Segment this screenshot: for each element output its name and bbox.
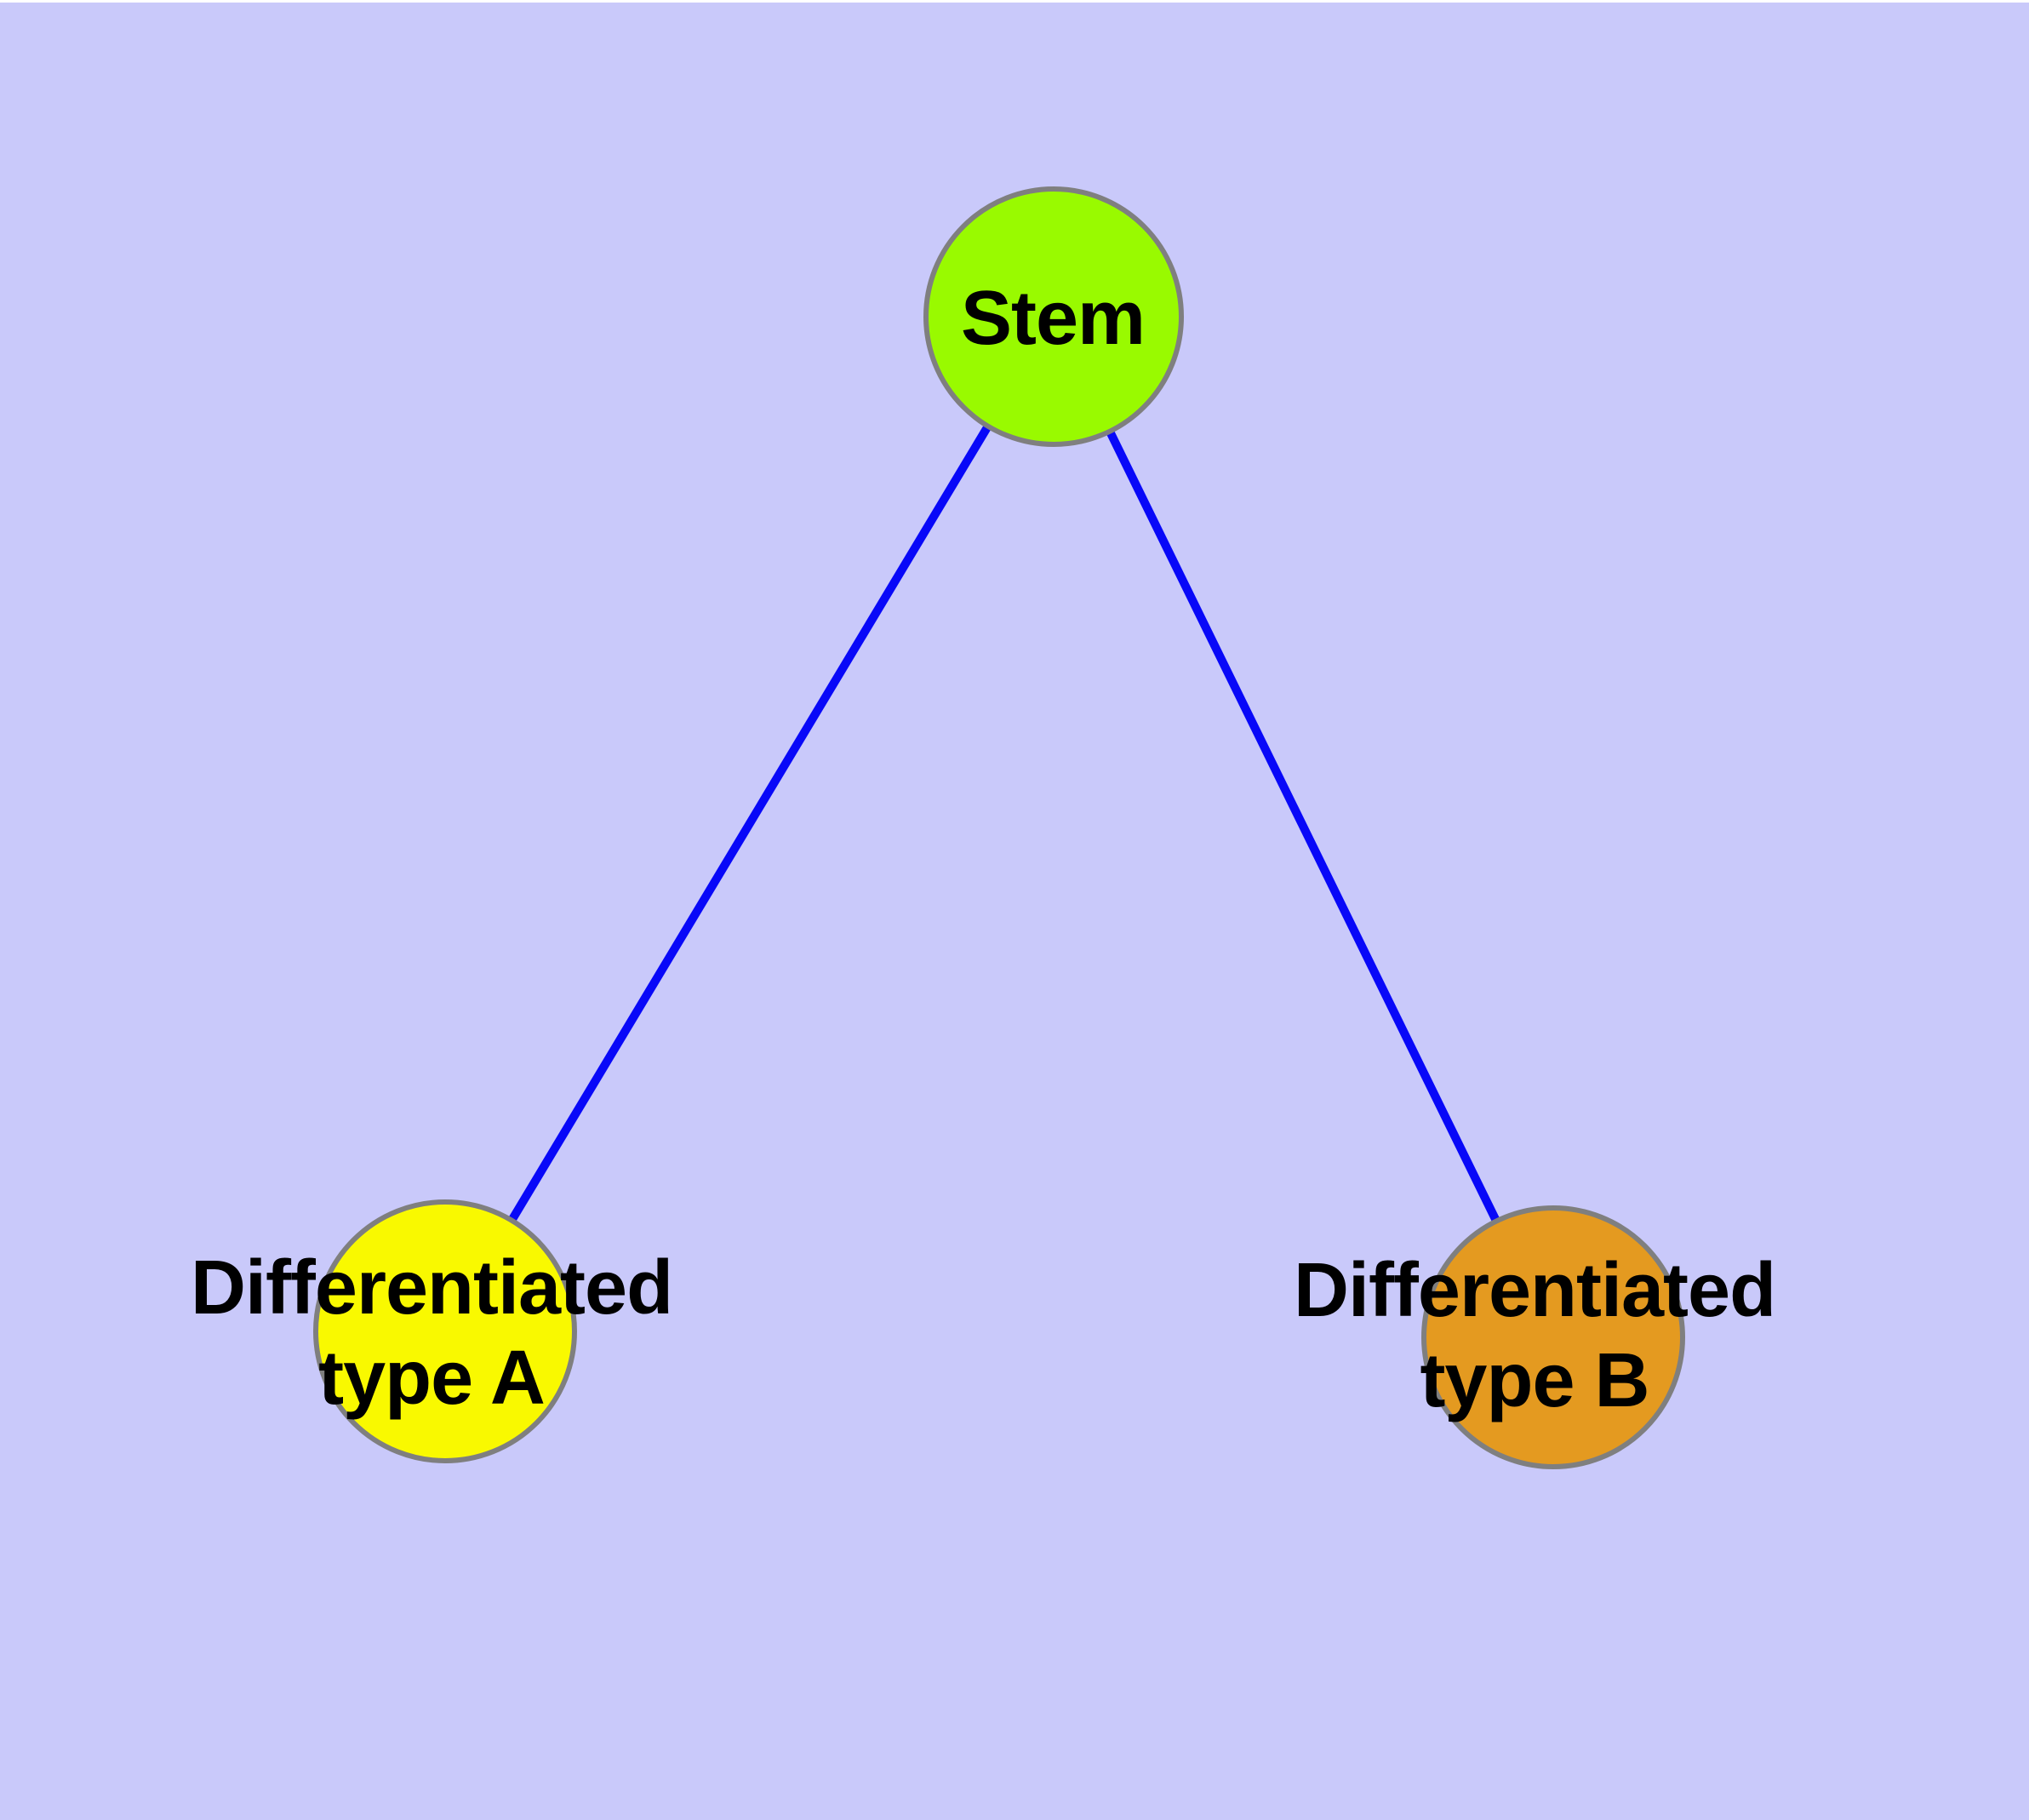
top-edge-artifact [0,0,2029,3]
type-b-node-label: Differentiated type B [1293,1247,1776,1423]
stem-node [923,186,1184,447]
stem-node-label: Stem [960,275,1146,361]
type-a-node [313,1199,577,1463]
edge-stem-to-type-b [1049,314,1557,1340]
type-b-node [1421,1205,1685,1469]
edge-stem-to-type-a [441,314,1058,1334]
type-a-node-label: Differentiated type A [190,1245,673,1421]
